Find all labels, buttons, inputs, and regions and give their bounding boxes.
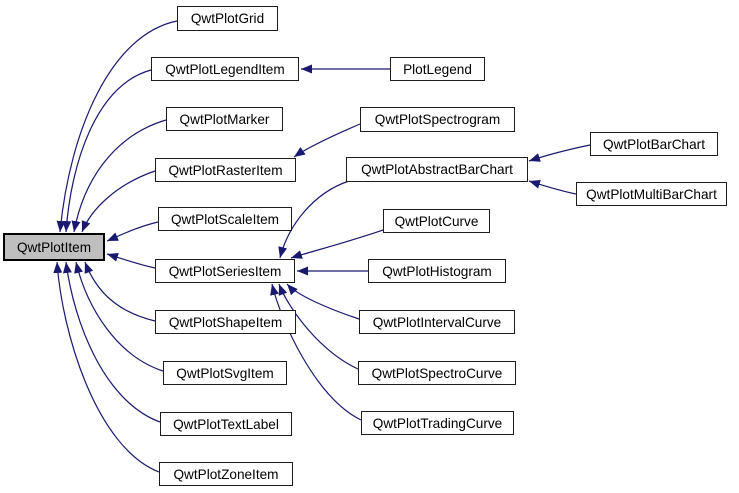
inheritance-edge-QwtPlotLegendItem-to-QwtPlotItem bbox=[62, 69, 152, 233]
class-node-QwtPlotItem: QwtPlotItem bbox=[3, 233, 105, 261]
inheritance-edge-QwtPlotTextLabel-to-QwtPlotItem bbox=[62, 261, 161, 423]
class-node-QwtPlotSeriesItem[interactable]: QwtPlotSeriesItem bbox=[155, 259, 295, 283]
class-node-QwtPlotTextLabel[interactable]: QwtPlotTextLabel bbox=[160, 412, 292, 436]
inheritance-edge-QwtPlotRasterItem-to-QwtPlotItem bbox=[81, 170, 156, 233]
class-node-QwtPlotSpectrogram[interactable]: QwtPlotSpectrogram bbox=[360, 107, 515, 132]
inheritance-edge-QwtPlotMarker-to-QwtPlotItem bbox=[71, 119, 167, 233]
inheritance-edge-QwtPlotCurve-to-QwtPlotSeriesItem bbox=[290, 229, 384, 259]
class-node-QwtPlotSpectroCurve[interactable]: QwtPlotSpectroCurve bbox=[358, 361, 516, 385]
class-node-QwtPlotIntervalCurve[interactable]: QwtPlotIntervalCurve bbox=[359, 310, 515, 334]
class-node-PlotLegend[interactable]: PlotLegend bbox=[390, 57, 485, 81]
inheritance-edge-QwtPlotZoneItem-to-QwtPlotItem bbox=[53, 261, 160, 473]
class-node-QwtPlotScaleItem[interactable]: QwtPlotScaleItem bbox=[158, 207, 292, 231]
class-node-QwtPlotLegendItem[interactable]: QwtPlotLegendItem bbox=[151, 57, 299, 81]
inheritance-edge-QwtPlotSpectroCurve-to-QwtPlotSeriesItem bbox=[278, 283, 359, 370]
class-node-QwtPlotTradingCurve[interactable]: QwtPlotTradingCurve bbox=[361, 411, 514, 435]
inheritance-edge-QwtPlotTradingCurve-to-QwtPlotSeriesItem bbox=[270, 283, 362, 421]
class-node-QwtPlotAbstractBarChart[interactable]: QwtPlotAbstractBarChart bbox=[346, 157, 528, 182]
class-node-QwtPlotSvgItem[interactable]: QwtPlotSvgItem bbox=[163, 361, 287, 385]
class-node-QwtPlotMultiBarChart[interactable]: QwtPlotMultiBarChart bbox=[576, 182, 727, 206]
inheritance-edge-QwtPlotGrid-to-QwtPlotItem bbox=[56, 20, 178, 233]
inheritance-edge-QwtPlotAbstractBarChart-to-QwtPlotSeriesItem bbox=[278, 180, 350, 259]
inheritance-edge-QwtPlotScaleItem-to-QwtPlotItem bbox=[106, 221, 159, 242]
inheritance-edge-QwtPlotShapeItem-to-QwtPlotItem bbox=[84, 261, 156, 322]
inheritance-edge-QwtPlotMultiBarChart-to-QwtPlotAbstractBarChart bbox=[528, 179, 577, 195]
inheritance-edge-QwtPlotBarChart-to-QwtPlotAbstractBarChart bbox=[528, 144, 591, 162]
class-node-QwtPlotCurve[interactable]: QwtPlotCurve bbox=[383, 209, 490, 233]
inheritance-edge-QwtPlotSvgItem-to-QwtPlotItem bbox=[74, 261, 164, 372]
inheritance-edge-QwtPlotSpectrogram-to-QwtPlotRasterItem bbox=[293, 123, 361, 158]
class-node-QwtPlotZoneItem[interactable]: QwtPlotZoneItem bbox=[159, 462, 293, 486]
class-node-QwtPlotRasterItem[interactable]: QwtPlotRasterItem bbox=[155, 158, 296, 182]
class-node-QwtPlotHistogram[interactable]: QwtPlotHistogram bbox=[368, 259, 506, 283]
inheritance-edge-QwtPlotSeriesItem-to-QwtPlotItem bbox=[106, 252, 156, 269]
class-node-QwtPlotMarker[interactable]: QwtPlotMarker bbox=[166, 107, 283, 131]
class-node-QwtPlotBarChart[interactable]: QwtPlotBarChart bbox=[590, 132, 718, 156]
class-node-QwtPlotGrid[interactable]: QwtPlotGrid bbox=[177, 6, 278, 31]
class-node-QwtPlotShapeItem[interactable]: QwtPlotShapeItem bbox=[155, 310, 296, 334]
inheritance-edge-QwtPlotIntervalCurve-to-QwtPlotSeriesItem bbox=[286, 283, 360, 320]
